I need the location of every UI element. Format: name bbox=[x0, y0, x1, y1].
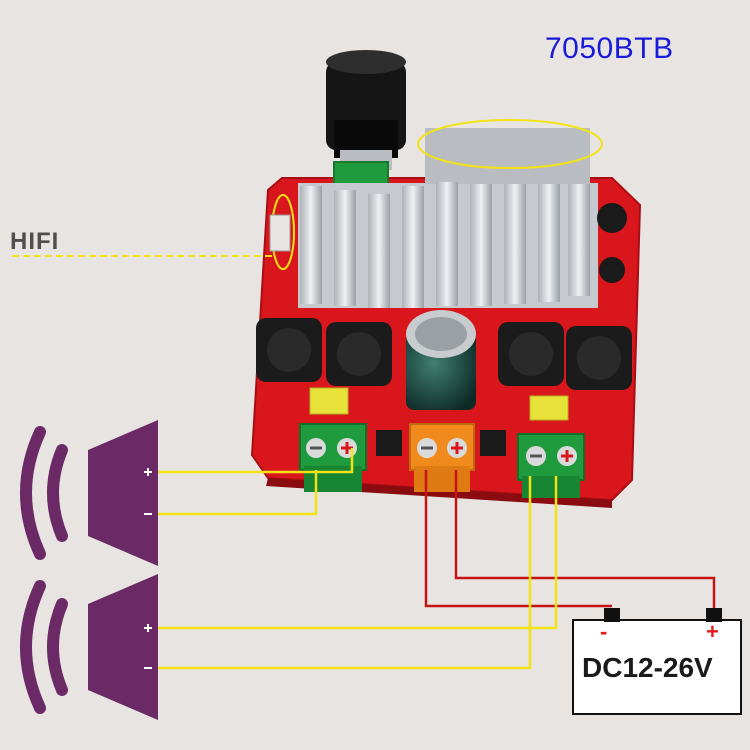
power-terminal bbox=[409, 423, 475, 492]
diode bbox=[376, 430, 402, 456]
power-voltage-label: DC12-26V bbox=[582, 652, 713, 683]
chip-highlight-ellipse bbox=[417, 119, 603, 169]
film-capacitor bbox=[309, 387, 349, 415]
speaker-2-wire-negative bbox=[158, 476, 532, 670]
positive-terminal bbox=[706, 608, 722, 622]
hifi-connector bbox=[269, 214, 291, 252]
diode bbox=[480, 430, 506, 456]
minus-sign: - bbox=[600, 619, 608, 644]
inductors bbox=[256, 318, 632, 390]
hifi-label: HIFI bbox=[10, 228, 60, 255]
capacitor-small bbox=[599, 257, 625, 283]
power-supply-box bbox=[572, 619, 742, 715]
negative-terminal bbox=[604, 608, 620, 622]
right-speaker-terminal bbox=[517, 433, 585, 498]
speaker-1-icon bbox=[20, 420, 158, 566]
power-wire-negative bbox=[424, 470, 612, 608]
speaker-2-wire-positive bbox=[158, 476, 558, 630]
plus-sign: + bbox=[706, 619, 719, 644]
main-capacitor bbox=[406, 310, 476, 410]
capacitor-small bbox=[597, 203, 627, 233]
speaker-1-wire-positive bbox=[158, 448, 354, 474]
power-wire-positive bbox=[454, 470, 716, 608]
model-label: 7050BTB bbox=[545, 32, 674, 65]
heatsink bbox=[298, 128, 598, 308]
speaker-1-wire-negative bbox=[158, 470, 318, 516]
film-capacitor bbox=[529, 395, 569, 421]
speaker-2-icon bbox=[20, 574, 158, 720]
left-speaker-terminal bbox=[299, 423, 367, 492]
